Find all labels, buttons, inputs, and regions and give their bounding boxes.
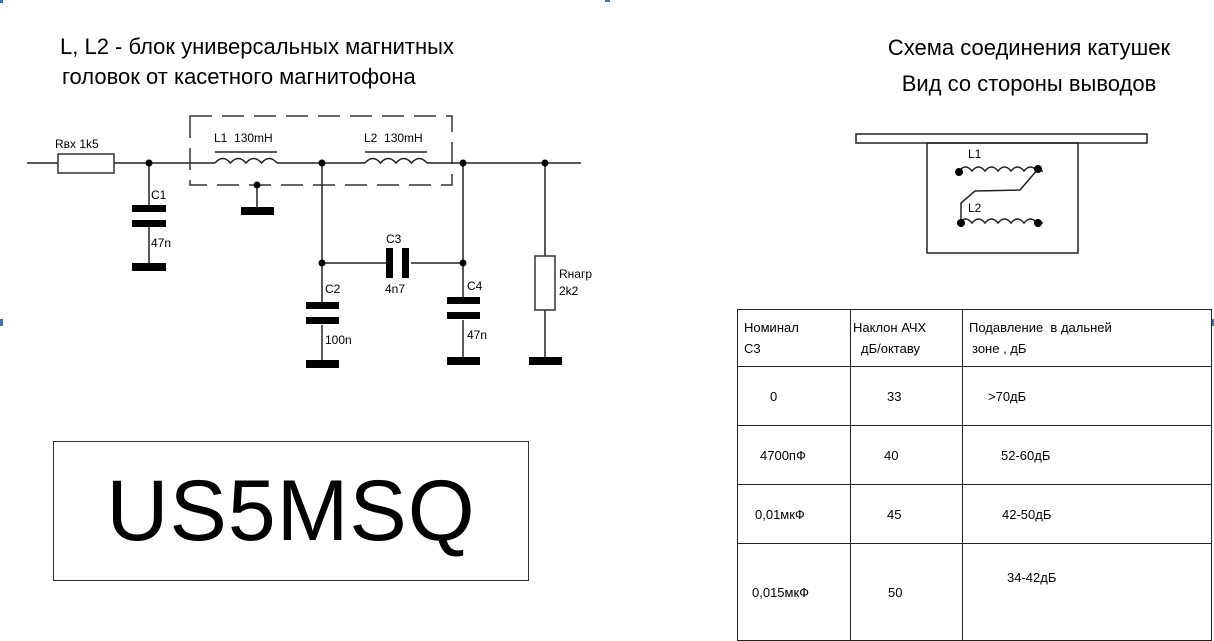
c3-value: 4n7 bbox=[385, 282, 405, 296]
junction-dot bbox=[253, 181, 261, 189]
l1-coil bbox=[214, 157, 278, 165]
table-row: 0,015мкФ 50 34-42дБ bbox=[737, 543, 1212, 641]
cell-slope: 33 bbox=[850, 366, 963, 426]
head-mounting-plate bbox=[855, 133, 1148, 144]
c3-name: C3 bbox=[386, 232, 402, 246]
c2-name: C2 bbox=[325, 282, 341, 296]
cell-slope: 50 bbox=[850, 543, 963, 641]
cell-suppression: 52-60дБ bbox=[962, 425, 1212, 485]
cell-suppression: 42-50дБ bbox=[962, 484, 1212, 544]
edge-marker-top bbox=[605, 0, 610, 2]
cell-nominal: 0,015мкФ bbox=[737, 543, 851, 641]
edge-marker-top-left bbox=[0, 0, 3, 3]
cell-suppression: >70дБ bbox=[962, 366, 1212, 426]
junction-dot bbox=[318, 159, 326, 167]
ground-symbol bbox=[529, 357, 562, 365]
header-text: Номинал bbox=[744, 320, 799, 335]
cell-suppression: 34-42дБ bbox=[962, 543, 1212, 641]
filter-schematic: Rвх 1k5 C1 47n L1 130mH L2 130mH C3 4n7 … bbox=[27, 115, 592, 368]
right-title: Схема соединения катушек Вид со стороны … bbox=[852, 33, 1206, 99]
coil-link-wire bbox=[960, 168, 1039, 223]
table-row: 0,01мкФ 45 42-50дБ bbox=[737, 484, 1212, 544]
cell-slope: 40 bbox=[850, 425, 963, 485]
l1-label: L1 130mH bbox=[214, 131, 273, 145]
coil-l1-label: L1 bbox=[968, 147, 982, 161]
junction-dot bbox=[145, 159, 153, 167]
callsign: US5MSQ bbox=[106, 463, 476, 559]
c2-plate bbox=[306, 317, 339, 324]
junction-dot bbox=[459, 259, 467, 267]
c3-characteristics-table: Номинал C3 Наклон АЧХ дБ/октаву Подавлен… bbox=[737, 309, 1212, 641]
terminal-dot bbox=[955, 168, 963, 176]
c4-value: 47n bbox=[467, 328, 487, 342]
l1-winding bbox=[958, 166, 1043, 173]
junction-dot bbox=[541, 159, 549, 167]
edge-marker-right bbox=[1211, 319, 1214, 326]
callsign-box: US5MSQ bbox=[53, 441, 529, 581]
l2-winding bbox=[958, 218, 1043, 225]
junction-dot bbox=[459, 159, 467, 167]
table-row: 0 33 >70дБ bbox=[737, 366, 1212, 426]
coil-l2-label: L2 bbox=[968, 201, 982, 215]
head-body bbox=[926, 142, 1079, 254]
cell-slope: 45 bbox=[850, 484, 963, 544]
left-title-line1: L, L2 - блок универсальных магнитных bbox=[60, 34, 454, 59]
l2-coil bbox=[364, 157, 428, 165]
c1-name: C1 bbox=[151, 188, 167, 202]
c1-plate bbox=[132, 220, 166, 227]
ground-symbol bbox=[132, 263, 166, 271]
header-text: Подавление в дальней bbox=[969, 320, 1112, 335]
header-text: зоне , дБ bbox=[972, 341, 1027, 356]
c3-plate bbox=[386, 248, 393, 278]
head-block-outline bbox=[189, 115, 453, 186]
load-resistor-name: Rнагр bbox=[559, 267, 592, 281]
table-header-row: Номинал C3 Наклон АЧХ дБ/октаву Подавлен… bbox=[737, 309, 1212, 367]
c1-plate bbox=[132, 205, 166, 212]
terminal-dot bbox=[1034, 219, 1042, 227]
left-title-line2: головок от касетного магнитофона bbox=[62, 64, 416, 89]
header-text: Наклон АЧХ bbox=[853, 320, 927, 335]
header-text: C3 bbox=[744, 341, 761, 356]
header-suppression: Подавление в дальней зоне , дБ bbox=[962, 309, 1212, 367]
load-resistor bbox=[534, 255, 556, 311]
terminal-dot bbox=[957, 219, 965, 227]
edge-marker-left bbox=[0, 319, 3, 326]
l2-label: L2 130mH bbox=[364, 131, 423, 145]
header-nominal: Номинал C3 bbox=[737, 309, 851, 367]
c4-name: C4 bbox=[467, 279, 483, 293]
c1-value: 47n bbox=[151, 236, 171, 250]
right-title-line1: Схема соединения катушек bbox=[887, 35, 1171, 60]
c4-plate bbox=[447, 312, 480, 319]
input-resistor bbox=[57, 153, 115, 174]
load-resistor-value: 2k2 bbox=[559, 284, 579, 298]
terminal-dot bbox=[1034, 165, 1042, 173]
ground-symbol bbox=[447, 357, 480, 365]
c4-plate bbox=[447, 297, 480, 304]
ground-symbol bbox=[306, 360, 339, 368]
left-title: L, L2 - блок универсальных магнитных гол… bbox=[60, 32, 454, 92]
right-title-line2: Вид со стороны выводов bbox=[901, 71, 1157, 96]
c3-plate bbox=[402, 248, 409, 278]
cell-nominal: 0,01мкФ bbox=[737, 484, 851, 544]
header-slope: Наклон АЧХ дБ/октаву bbox=[850, 309, 963, 367]
junction-dot bbox=[318, 259, 326, 267]
cell-nominal: 0 bbox=[737, 366, 851, 426]
c2-plate bbox=[306, 302, 339, 309]
header-text: дБ/октаву bbox=[861, 341, 920, 356]
cell-nominal: 4700пФ bbox=[737, 425, 851, 485]
c2-value: 100n bbox=[325, 333, 352, 347]
input-resistor-label: Rвх 1k5 bbox=[55, 137, 99, 151]
table-row: 4700пФ 40 52-60дБ bbox=[737, 425, 1212, 485]
ground-symbol bbox=[241, 207, 274, 215]
